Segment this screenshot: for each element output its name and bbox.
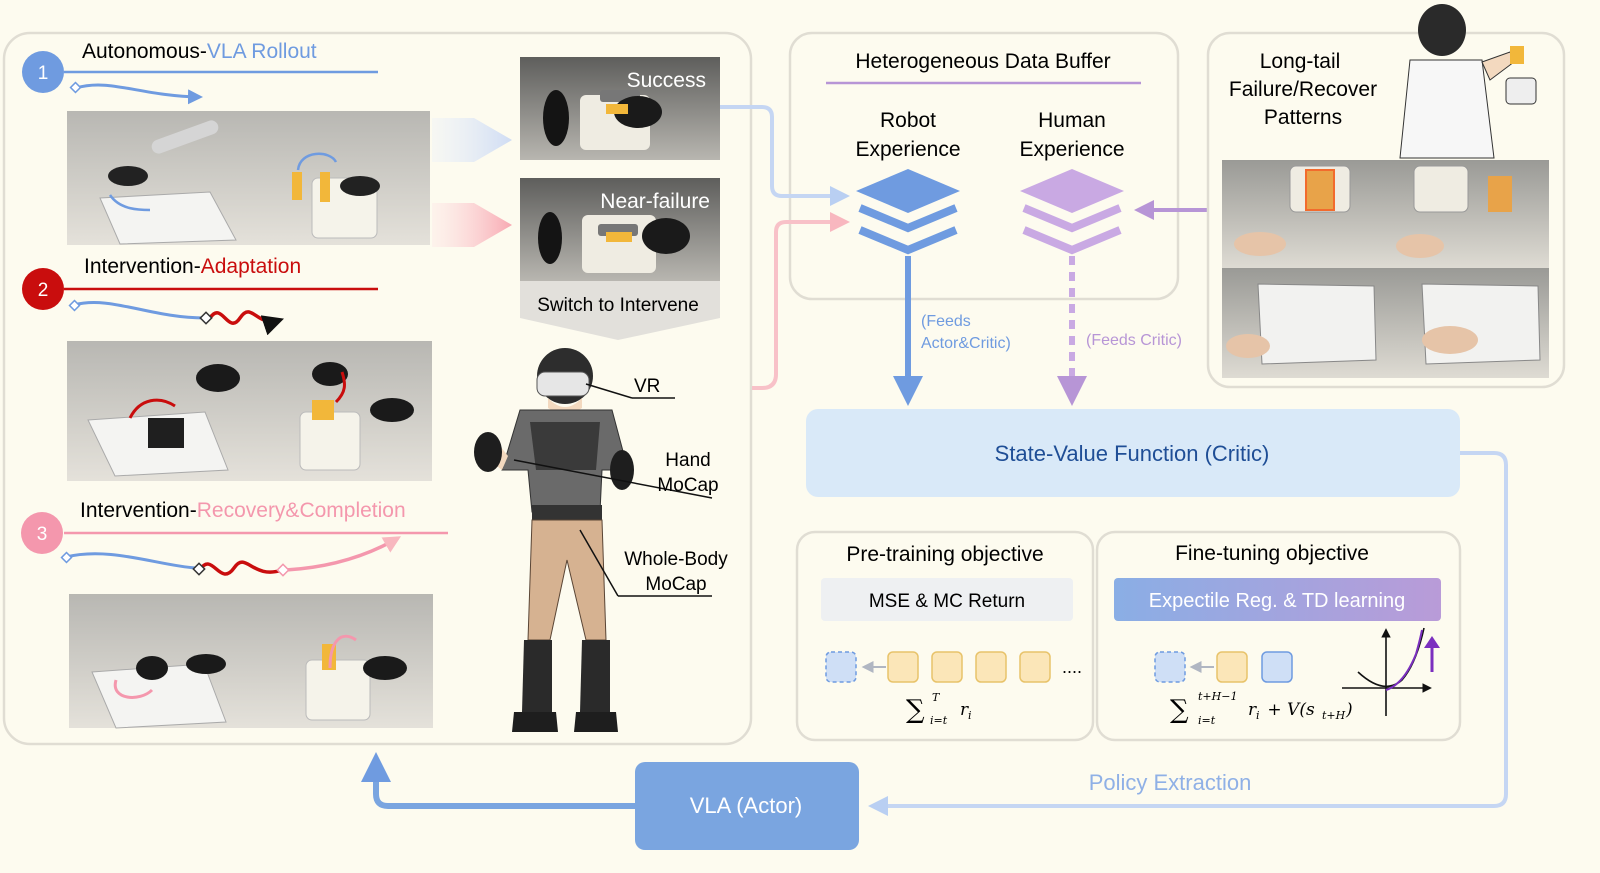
robot-experience-line2: Experience	[855, 138, 960, 161]
stage-2-number: 2	[38, 280, 49, 301]
stage-1-number: 1	[38, 63, 49, 84]
trajectory-start-marker	[69, 81, 82, 94]
vla-actor-label: VLA (Actor)	[690, 793, 802, 818]
hand-mocap-label-line2: MoCap	[657, 475, 718, 496]
stage-1-badge	[22, 51, 64, 93]
long-tail-title-line2: Failure/Recover	[1229, 78, 1377, 101]
data-buffer-panel	[788, 31, 1180, 301]
stage-2-trajectory-auto	[73, 300, 206, 320]
stage-3-badge	[21, 512, 63, 554]
robot-experience-line1: Robot	[880, 109, 936, 132]
switch-point-marker	[192, 562, 206, 576]
human-experience-line2: Experience	[1019, 138, 1124, 161]
success-arrow	[432, 118, 512, 162]
svg-text:i: i	[1256, 709, 1260, 722]
svg-text:T: T	[932, 691, 941, 704]
stage-2-photo-right	[255, 341, 432, 481]
finetuning-method-label: Expectile Reg. & TD learning	[1149, 590, 1405, 612]
vla-actor-box	[635, 762, 859, 850]
long-tail-title-line3: Patterns	[1264, 106, 1342, 129]
near-failure-photo: Near-failure	[520, 178, 720, 281]
intervention-to-buffer-arrow	[752, 212, 850, 390]
pretraining-method-label: MSE & MC Return	[869, 591, 1025, 612]
feeds-actor-critic-label-line2: Actor&Critic)	[921, 335, 1011, 352]
near-failure-label: Near-failure	[600, 190, 710, 213]
stage-1-photo-right	[248, 111, 430, 245]
human-demo-photo-grid	[1222, 160, 1549, 378]
stage-3-header: 3 Intervention-Recovery&Completion	[21, 499, 448, 577]
trajectory-start-marker	[68, 299, 81, 312]
policy-extraction-label: Policy Extraction	[1089, 770, 1252, 795]
vr-label: VR	[634, 376, 660, 397]
success-photo: Success	[520, 57, 720, 160]
svg-text:r: r	[960, 700, 969, 720]
stage-3-number: 3	[37, 524, 48, 545]
stage-2-badge	[22, 268, 64, 310]
switch-banner	[520, 281, 720, 340]
hand-mocap-label-line1: Hand	[665, 450, 710, 471]
stage-3-trajectory-recovery	[285, 536, 402, 572]
svg-text:∑: ∑	[906, 695, 925, 725]
stage-3-title: Intervention-Recovery&Completion	[80, 499, 406, 522]
trajectory-start-marker	[60, 551, 73, 564]
expectile-loss-plot	[1342, 627, 1440, 716]
policy-extraction-arrow	[868, 451, 1508, 816]
whole-body-mocap-label-line1: Whole-Body	[624, 549, 728, 570]
recovery-point-marker	[276, 563, 290, 577]
svg-text:∑: ∑	[1170, 695, 1189, 725]
feeds-critic-label: (Feeds Critic)	[1086, 332, 1182, 349]
stage-2-title: Intervention-Adaptation	[84, 255, 301, 278]
success-to-buffer-arrow	[720, 105, 850, 206]
pretraining-return-diagram	[825, 651, 1051, 683]
finetuning-objective-title: Fine-tuning objective	[1175, 542, 1369, 565]
svg-text:t+H: t+H	[1322, 709, 1346, 722]
stage-2-trajectory-human	[208, 310, 284, 336]
stage-3-trajectory-adapt	[198, 560, 283, 576]
pretraining-objective-title: Pre-training objective	[846, 543, 1043, 566]
pretraining-method-box	[821, 578, 1073, 621]
svg-text:i=t: i=t	[930, 714, 948, 727]
svg-text:+ V(s: + V(s	[1262, 700, 1315, 720]
td-bootstrap-diagram	[1154, 651, 1293, 683]
stage-2-photo-left	[67, 341, 255, 481]
svg-text:i=t: i=t	[1198, 714, 1216, 727]
long-tail-title-line1: Long-tail	[1260, 50, 1341, 73]
critic-box	[806, 409, 1460, 497]
switch-point-marker	[199, 311, 213, 325]
stage-1-trajectory	[75, 83, 203, 105]
near-failure-arrow	[432, 203, 512, 247]
stage-3-photo-left	[69, 594, 251, 729]
stage-1-photo-left	[67, 111, 248, 245]
success-label: Success	[627, 69, 706, 92]
svg-text:i: i	[968, 709, 972, 722]
human-experience-line1: Human	[1038, 109, 1106, 132]
whole-body-mocap-label-line2: MoCap	[645, 574, 706, 595]
stage-3-photo-right	[251, 594, 433, 728]
finetuning-method-box	[1114, 578, 1441, 621]
switch-to-intervene-label: Switch to Intervene	[537, 295, 699, 316]
data-buffer-title: Heterogeneous Data Buffer	[855, 50, 1110, 73]
stage-3-trajectory-auto	[65, 552, 197, 570]
stage-2-header: 2 Intervention-Adaptation	[22, 255, 378, 336]
svg-text:t+H−1: t+H−1	[1198, 690, 1237, 703]
stage-1-header: 1 Autonomous-VLA Rollout	[22, 40, 378, 105]
stage-1-title: Autonomous-VLA Rollout	[82, 40, 317, 63]
human-operator-illustration	[474, 348, 713, 732]
finetuning-formula: ∑ t+H−1 i=t r i + V(s t+H )	[1170, 690, 1353, 727]
human-experience-stack-icon	[1020, 169, 1124, 255]
svg-text:r: r	[1248, 700, 1257, 720]
actor-to-rollout-arrow	[361, 752, 635, 809]
critic-label: State-Value Function (Critic)	[995, 441, 1270, 466]
svg-text:): )	[1345, 700, 1353, 720]
feeds-actor-critic-label-line1: (Feeds	[921, 313, 971, 330]
human-demonstrator-illustration	[1399, 4, 1537, 159]
pretraining-formula: ∑ T i=t r i	[906, 691, 972, 727]
robot-experience-stack-icon	[856, 169, 960, 255]
pretraining-ellipsis: ....	[1062, 657, 1082, 677]
